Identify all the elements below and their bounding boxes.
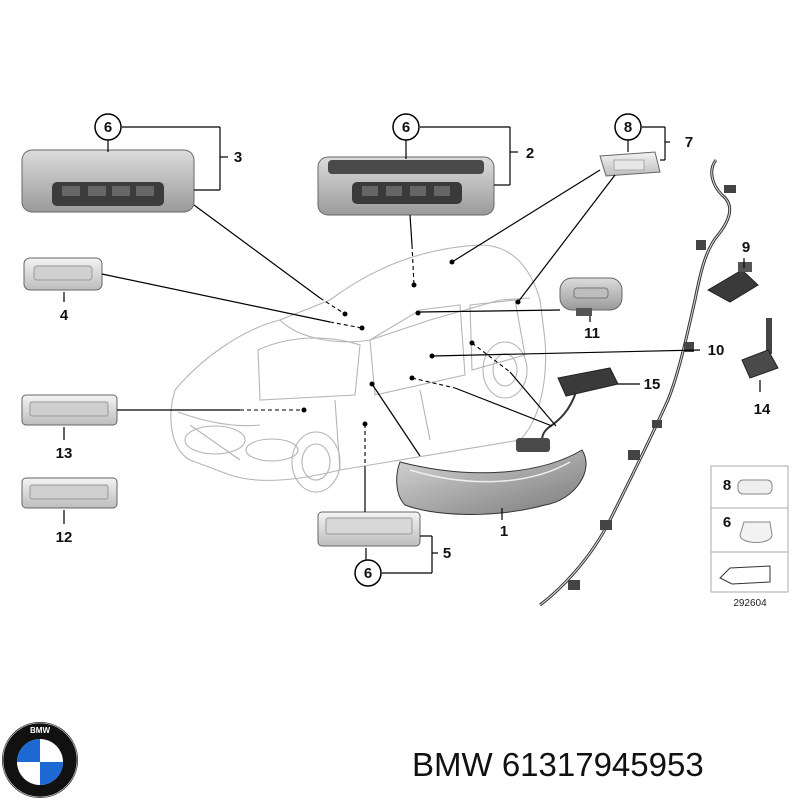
part-12-light [21, 477, 118, 509]
part-7-lamp [599, 151, 661, 177]
part-5-light [317, 511, 421, 547]
part-4-rear-light [23, 257, 103, 291]
part-14-sensor [741, 318, 779, 379]
leader-lines [63, 126, 761, 574]
callout-2: 2 [526, 145, 534, 162]
callout-14: 14 [754, 401, 771, 418]
callout-6-part2: 6 [402, 119, 410, 136]
diagram-reference-number: 292604 [733, 598, 767, 609]
callout-6-inset: 6 [723, 514, 731, 531]
attachment-dots [301, 259, 521, 427]
callout-13: 13 [56, 445, 73, 462]
callout-circles [94, 113, 642, 587]
callout-9: 9 [742, 239, 750, 256]
callout-15: 15 [644, 376, 661, 393]
part-9-sensor [706, 262, 759, 303]
callout-12: 12 [56, 529, 73, 546]
callout-4: 4 [60, 307, 69, 324]
part-3-front-interior-light [21, 149, 195, 213]
arrow-icon [719, 565, 771, 585]
bmw-logo: BMW [2, 722, 78, 798]
car-outline [170, 244, 547, 493]
callout-7: 7 [685, 134, 693, 151]
part-10-wire-harness [539, 159, 736, 607]
callout-6-part3: 6 [104, 119, 112, 136]
part-11-lens [559, 277, 623, 316]
festoon-bulb-icon [737, 479, 773, 495]
part-1-mirror-turn-signal [396, 449, 587, 515]
bulb-inset-panel [710, 465, 789, 593]
callout-6-part5: 6 [364, 565, 372, 582]
logo-lettering: BMW [30, 726, 50, 735]
callout-5: 5 [443, 545, 451, 562]
wedge-bulb-icon [739, 521, 773, 543]
callout-8-inset: 8 [723, 477, 731, 494]
part-2-roof-light-module [317, 156, 495, 216]
part-13-light [21, 394, 118, 426]
callout-8-part7: 8 [624, 119, 632, 136]
callout-3: 3 [234, 149, 242, 166]
part-15-module [516, 367, 619, 452]
part-number-caption: BMW 61317945953 [412, 746, 704, 783]
callout-11: 11 [584, 325, 600, 342]
callout-1: 1 [500, 523, 508, 540]
callout-numbers: 6 3 6 2 8 7 9 4 11 10 15 14 13 8 1 6 12 … [56, 119, 771, 609]
callout-10: 10 [708, 342, 725, 359]
